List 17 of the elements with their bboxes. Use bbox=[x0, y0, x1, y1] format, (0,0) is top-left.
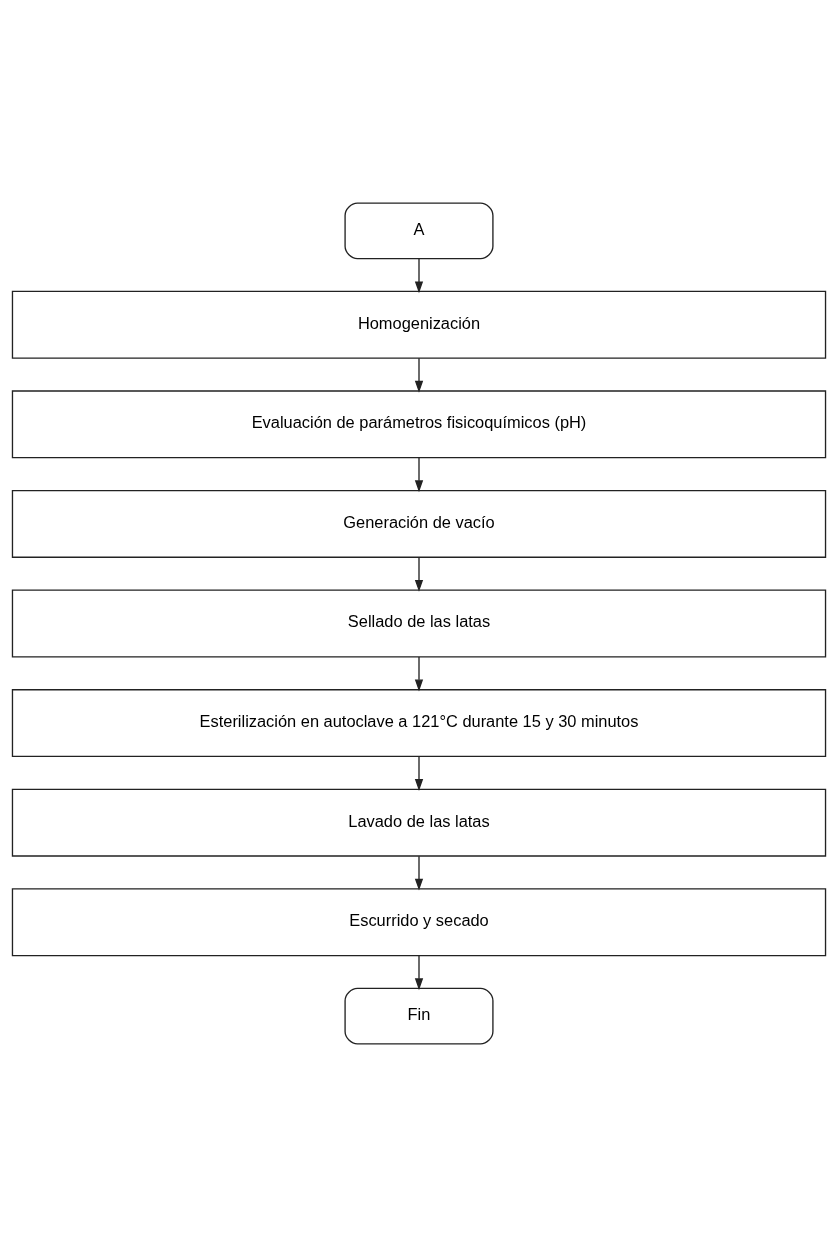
node-box: Sellado de las latas bbox=[11, 589, 827, 658]
node-box: Esterilización en autoclave a 121°C durante 15 y 30 minutos bbox=[11, 689, 827, 758]
arrow bbox=[414, 556, 424, 592]
node-box: Evaluación de parámetros fisicoquímicos (pH) bbox=[11, 390, 827, 459]
arrow bbox=[414, 457, 424, 493]
arrow bbox=[414, 855, 424, 891]
arrow bbox=[414, 955, 424, 991]
node-box: Homogenización bbox=[11, 290, 827, 359]
node-box: Generación de vacío bbox=[11, 489, 827, 558]
arrow bbox=[414, 258, 424, 294]
arrow bbox=[414, 656, 424, 692]
arrow bbox=[414, 755, 424, 791]
arrow bbox=[414, 357, 424, 393]
node-box: Escurrido y secado bbox=[11, 888, 827, 957]
node-box: A bbox=[344, 202, 494, 260]
node-box: Lavado de las latas bbox=[11, 788, 827, 857]
node-box: Fin bbox=[344, 987, 494, 1045]
